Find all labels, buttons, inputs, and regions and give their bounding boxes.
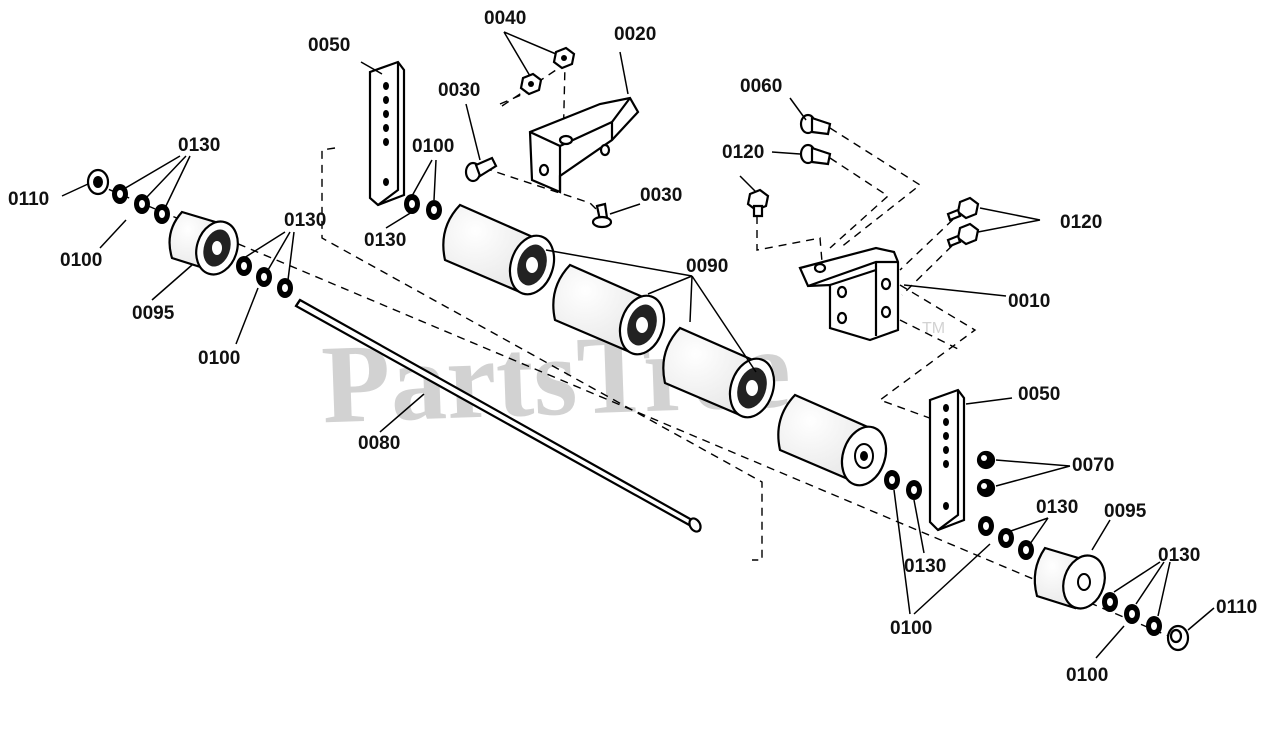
nut-0070-b (976, 478, 996, 498)
washer-stack-right-inner (978, 516, 1034, 560)
callout-0120-right: 0120 (1060, 212, 1102, 233)
callout-0120-top: 0120 (722, 142, 764, 163)
bracket-0010 (798, 246, 900, 342)
callout-0020: 0020 (614, 24, 656, 45)
end-cap-0110-left (86, 168, 110, 196)
nut-0040-a (552, 46, 576, 70)
bolt-0120-top (799, 143, 832, 166)
washer-stack-left-inner (236, 256, 293, 298)
watermark-trademark: TM (922, 320, 945, 337)
callout-0030-top: 0030 (438, 80, 480, 101)
callout-0100-right-outer: 0100 (1066, 665, 1108, 686)
callout-0095-right: 0095 (1104, 501, 1147, 522)
roller-0090-1 (442, 203, 556, 296)
end-cap-0110-right (1166, 624, 1190, 652)
bolt-0120-right-b (946, 222, 980, 248)
callout-0050-left: 0050 (308, 35, 350, 56)
shaft-0080 (294, 298, 702, 533)
callout-0040: 0040 (484, 8, 526, 29)
roller-0095-left (168, 210, 239, 276)
callout-0130-right-bracket: 0130 (904, 556, 946, 577)
callout-0110-right: 0110 (1216, 597, 1257, 618)
roller-0090-4 (777, 393, 888, 487)
nut-0070-a (976, 450, 996, 470)
bolt-0030-b (591, 202, 613, 229)
callout-0130-left-bracket: 0130 (364, 230, 406, 251)
callout-0080: 0080 (358, 433, 400, 454)
callout-0110-left: 0110 (8, 189, 49, 210)
callout-0050-right: 0050 (1018, 384, 1060, 405)
callout-0100-left-bracket: 0100 (412, 136, 454, 157)
callout-0130-right-outer: 0130 (1158, 545, 1200, 566)
bolt-0030-a (464, 156, 498, 183)
roller-0090-3 (662, 326, 776, 419)
mounting-plate-left (368, 60, 406, 207)
callout-0070: 0070 (1072, 455, 1114, 476)
roller-0095-right (1033, 546, 1106, 610)
washer-stack-right-outer (1102, 592, 1162, 636)
callout-0100-left-outer: 0100 (60, 250, 102, 271)
bolt-0060 (799, 113, 832, 136)
bolt-0120-right-a (946, 196, 980, 222)
washer-stack-left-outer (112, 184, 170, 224)
callout-0030-bottom: 0030 (640, 185, 682, 206)
callout-0095-left: 0095 (132, 303, 175, 324)
washer-stack-left-bracket (404, 194, 442, 220)
callout-labels: 0110 0130 0100 0095 0100 0130 0050 0130 … (8, 8, 1257, 686)
roller-0090-2 (552, 263, 666, 356)
callout-0100-left-inner: 0100 (198, 348, 240, 369)
washer-stack-right-bracket (884, 470, 922, 500)
callout-0130-right-mid: 0130 (1036, 497, 1078, 518)
callout-0130-left-inner: 0130 (284, 210, 326, 231)
callout-0060: 0060 (740, 76, 782, 97)
mounting-plate-right (928, 388, 966, 532)
callout-0010: 0010 (1008, 291, 1050, 312)
nut-0120-vertical (746, 188, 770, 218)
bracket-0020 (528, 96, 640, 194)
callout-0090: 0090 (686, 256, 728, 277)
nut-0040-b (519, 72, 543, 96)
callout-leader-lines (61, 31, 1215, 659)
callout-0130-left-outer: 0130 (178, 135, 220, 156)
callout-0100-right-inner: 0100 (890, 618, 932, 639)
